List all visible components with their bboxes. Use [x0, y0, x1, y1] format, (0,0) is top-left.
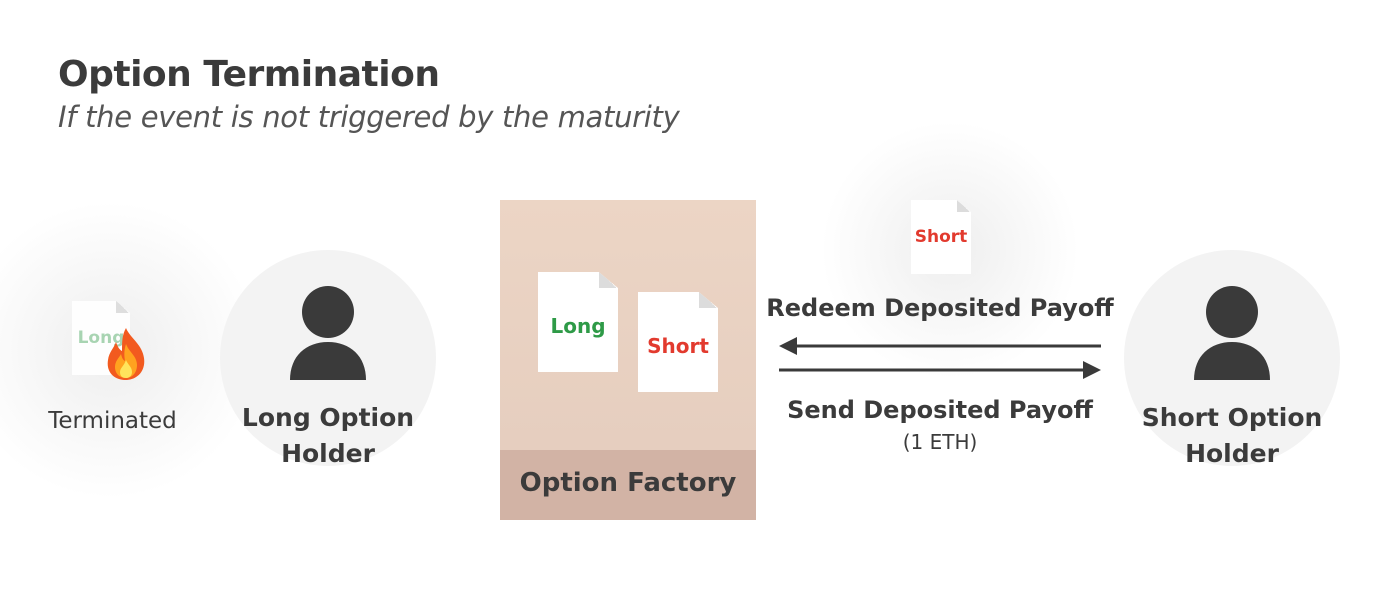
page-subtitle: If the event is not triggered by the mat…	[58, 100, 680, 134]
short-holder-label: Short Option Holder	[1112, 400, 1352, 472]
payoff-amount: (1 ETH)	[902, 430, 978, 454]
send-arrow-right	[779, 361, 1101, 379]
fire-icon	[107, 328, 145, 380]
arrows	[779, 337, 1101, 379]
floating-short-document: Short	[911, 200, 971, 274]
short-holder-label-line2: Holder	[1185, 439, 1279, 468]
factory-short-label: Short	[647, 334, 709, 358]
long-holder-user-icon	[290, 286, 366, 380]
option-factory-footer: Option Factory	[500, 450, 756, 520]
terminated-caption: Terminated	[48, 408, 177, 434]
terminated-doc-label: Long	[77, 328, 125, 348]
long-holder-label-line2: Holder	[281, 439, 375, 468]
option-factory-box: Long Short Option Factory	[500, 200, 756, 520]
page-title: Option Termination	[58, 54, 440, 95]
long-holder-label-line1: Long Option	[241, 403, 415, 432]
send-label: Send Deposited Payoff	[787, 396, 1093, 424]
floating-short-label: Short	[914, 227, 968, 247]
redeem-label: Redeem Deposited Payoff	[766, 294, 1114, 322]
short-holder-label-line1: Short Option	[1141, 403, 1323, 432]
option-factory-label: Option Factory	[519, 468, 737, 498]
short-holder-user-icon	[1194, 286, 1270, 380]
redeem-arrow-left	[779, 337, 1101, 355]
factory-short-document: Short	[638, 292, 718, 392]
factory-long-document: Long	[538, 272, 618, 372]
document-fold	[698, 292, 718, 308]
factory-long-label: Long	[550, 314, 606, 338]
long-holder-label: Long Option Holder	[208, 400, 448, 472]
document-fold	[598, 272, 618, 288]
